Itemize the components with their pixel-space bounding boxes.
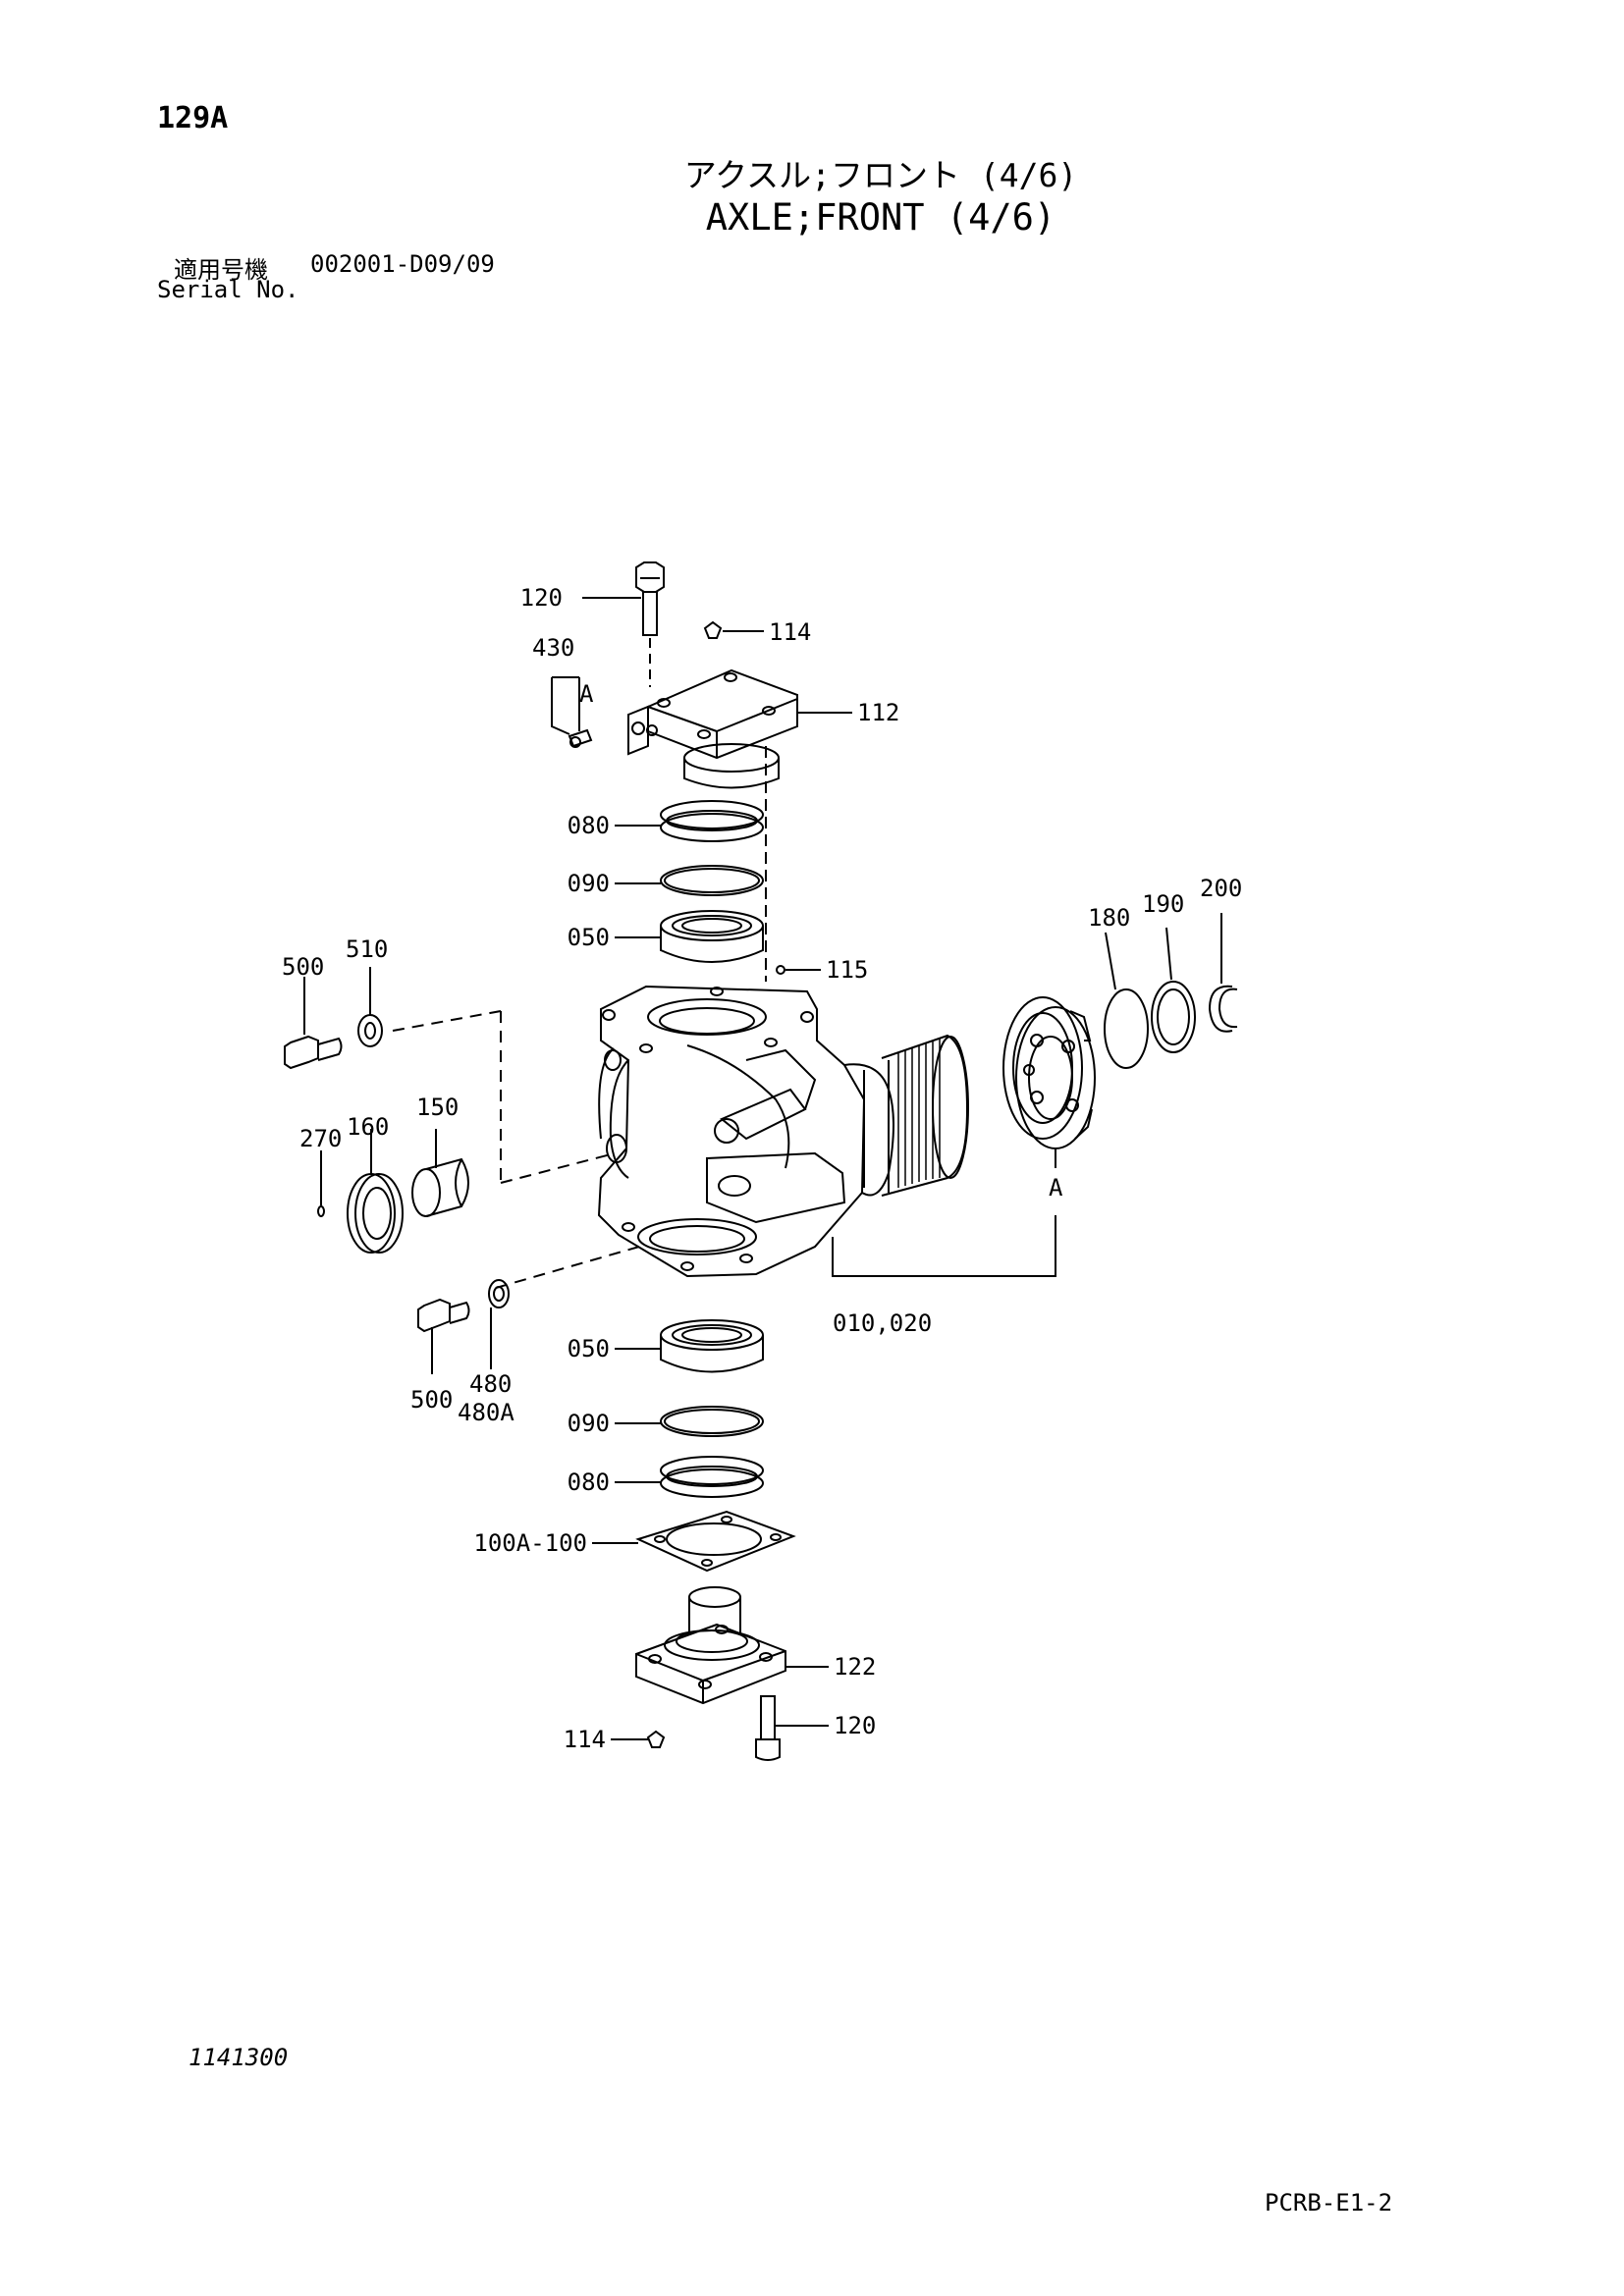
cap-112[interactable] <box>627 668 798 982</box>
callout-500-bottom: 500 <box>410 1386 453 1414</box>
ring-190[interactable] <box>1151 981 1196 1053</box>
callout-115: 115 <box>826 956 868 984</box>
callout-114-bottom: 114 <box>564 1726 606 1753</box>
bearing-050-bottom[interactable] <box>660 1319 764 1373</box>
ring-090-top[interactable] <box>660 865 764 896</box>
seal-160[interactable] <box>347 1173 404 1254</box>
callout-190: 190 <box>1142 890 1184 918</box>
page-number: 129A <box>157 101 229 135</box>
callout-080-bottom: 080 <box>568 1468 610 1496</box>
seal-080-top[interactable] <box>660 800 764 842</box>
knuckle-housing-010-020[interactable] <box>597 985 969 1278</box>
cap-122[interactable] <box>635 1586 786 1705</box>
callout-150: 150 <box>416 1094 459 1121</box>
callout-090-top: 090 <box>568 870 610 897</box>
shim-plate-100[interactable] <box>635 1510 796 1573</box>
bushing-150[interactable] <box>411 1157 469 1217</box>
callout-430: 430 <box>532 634 574 662</box>
callout-a-top: A <box>579 680 594 708</box>
callout-120-top: 120 <box>520 584 563 612</box>
page-title-japanese: アクスル;フロント (4/6) <box>683 156 1078 194</box>
fitting-430[interactable] <box>568 728 593 748</box>
callout-112: 112 <box>857 699 899 726</box>
callout-120-bottom: 120 <box>834 1712 876 1739</box>
callout-a-right: A <box>1049 1174 1063 1201</box>
callout-510: 510 <box>346 935 388 963</box>
callout-010-020: 010,020 <box>833 1309 932 1337</box>
drawing-number: 1141300 <box>189 2044 289 2071</box>
ring-090-bottom[interactable] <box>660 1406 764 1437</box>
page-title: AXLE;FRONT (4/6) <box>705 196 1056 239</box>
callout-270: 270 <box>299 1125 342 1152</box>
callout-500-top: 500 <box>282 953 324 981</box>
shim-180[interactable] <box>1104 988 1149 1069</box>
screw-114-top[interactable] <box>703 620 723 639</box>
bolt-120-top[interactable] <box>635 561 665 687</box>
callout-114-top: 114 <box>769 618 811 646</box>
callout-100a-100: 100A-100 <box>473 1529 587 1557</box>
callout-200: 200 <box>1200 875 1242 902</box>
bolt-120-bottom[interactable] <box>755 1695 781 1761</box>
seal-080-bottom[interactable] <box>660 1456 764 1498</box>
callout-122: 122 <box>834 1653 876 1681</box>
callout-080-top: 080 <box>568 812 610 839</box>
bearing-050-top[interactable] <box>660 910 764 963</box>
callout-160: 160 <box>347 1113 389 1141</box>
washer-510[interactable] <box>357 1014 383 1047</box>
callout-090-bottom: 090 <box>568 1410 610 1437</box>
bolt-500-top[interactable] <box>284 1035 343 1070</box>
callout-480a: 480A <box>458 1399 514 1426</box>
serial-range: 002001-D09/09 <box>310 250 495 278</box>
bolt-500-bottom[interactable] <box>417 1298 470 1333</box>
callout-180: 180 <box>1088 904 1130 932</box>
callout-050-top: 050 <box>568 924 610 951</box>
hub-drum[interactable] <box>1002 996 1096 1149</box>
pin-270[interactable] <box>317 1205 325 1217</box>
serial-label-japanese: 適用号機 <box>174 256 268 284</box>
sheet-code: PCRB-E1-2 <box>1265 2189 1393 2216</box>
washer-480[interactable] <box>488 1279 510 1308</box>
serial-label: Serial No. <box>157 276 299 303</box>
callout-480: 480 <box>469 1370 512 1398</box>
screw-114-bottom[interactable] <box>646 1730 666 1748</box>
snap-ring-200[interactable] <box>1208 985 1238 1033</box>
callout-050-bottom: 050 <box>568 1335 610 1362</box>
